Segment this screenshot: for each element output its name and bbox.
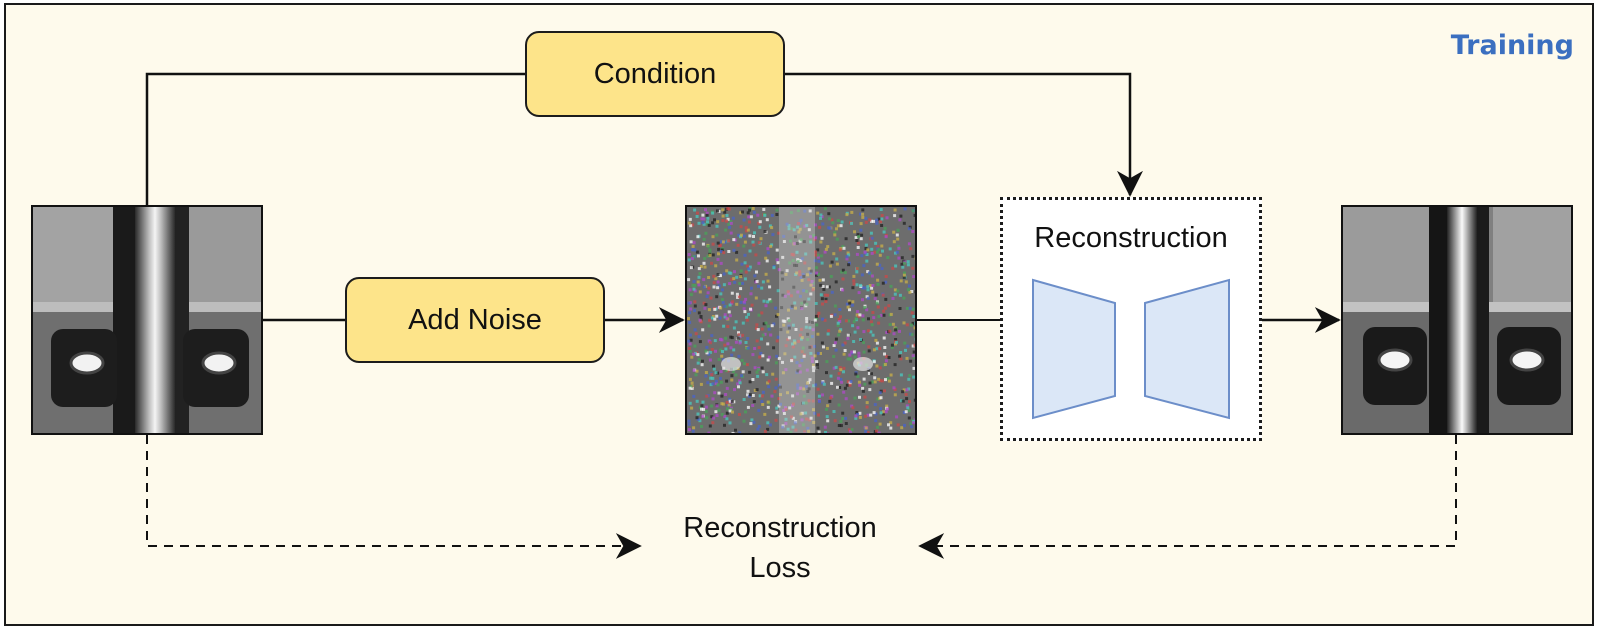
condition-box: Condition [525,31,785,117]
reconstruction-label: Reconstruction [1034,222,1228,254]
add-noise-box: Add Noise [345,277,605,363]
output-image [1341,205,1573,435]
decoder-trapezoid [1144,278,1230,420]
output-to-loss-dashed-arrow [918,435,1457,559]
noisy-image [685,205,917,435]
training-title: Training [1450,30,1574,61]
reconstruction-loss-label: Reconstruction Loss [645,508,915,588]
encoder-decoder-shapes [1032,278,1230,420]
loss-label-line2: Loss [749,552,811,584]
input-to-loss-dashed-arrow [146,435,642,559]
encoder-trapezoid [1032,278,1116,420]
input-image [31,205,263,435]
reconstruction-block: Reconstruction [1000,197,1262,441]
input-to-condition-line [145,72,525,205]
loss-label-line1: Reconstruction [683,512,877,544]
condition-to-reconstruction-arrow [785,72,1143,197]
